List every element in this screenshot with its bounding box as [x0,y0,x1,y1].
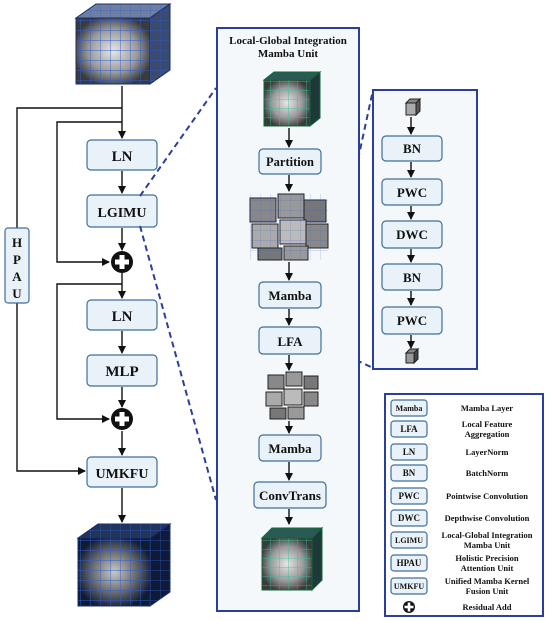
legend-description: Residual Add [463,602,512,612]
legend-row: Mamba Mamba Layer [390,399,513,417]
pwc-block [381,306,443,335]
output-volume-cube [76,523,172,607]
legend-description: Aggregation [465,429,510,439]
bn-block [381,263,443,291]
partition-block-label: Partition [266,155,314,169]
feature-cube-teal [262,70,322,128]
hpau-letter: H [12,235,22,250]
mamba-block [258,281,322,309]
pwc-block-label: PWC [397,313,427,328]
legend-row: BN BatchNorm [390,464,509,482]
pwc-block [381,178,443,206]
lgimu-block-label: LGIMU [98,206,147,221]
convtrans-block-label: ConvTrans [259,488,321,503]
legend-abbr: Mamba [396,404,423,413]
small-block-cube [404,347,420,365]
legend-description: BatchNorm [466,468,509,478]
legend-key-box [390,531,428,549]
legend-description: Attention Unit [461,563,514,573]
mamba-block [258,434,322,462]
legend-row: PWC Pointwise Convolution [390,487,528,505]
legend-description: Mamba Unit [464,540,511,550]
residual-add-symbol [111,408,133,430]
legend-key-box [390,509,428,527]
mlp-block [86,354,158,387]
dwc-block [381,220,443,249]
umkfu-block-label: UMKFU [96,467,149,482]
left-flow-arrows [16,86,126,523]
lgimu-panel-subtitle: Mamba Unit [258,48,319,60]
legend-abbr: PWC [399,491,420,501]
input-volume-cube [74,3,172,85]
hpau-letter: P [13,252,21,267]
legend-description: Unified Mamba Kernel [445,576,530,586]
bn-block [381,135,443,162]
legend-key-box [390,577,428,595]
legend-description: Fusion Unit [466,586,509,596]
legend-description: Depthwise Convolution [445,513,530,523]
small-block-cube [404,97,422,117]
hpau-side-box: H P A U [4,227,30,304]
legend-abbr: LGIMU [395,536,423,545]
lfa-block [258,326,322,355]
legend-key-box [390,399,428,417]
legend-description: LayerNorm [466,447,509,457]
lfa-block-label: LFA [277,334,303,349]
pwc-block-label: PWC [397,185,427,200]
legend-abbr: BN [403,468,416,478]
mamba-block-label: Mamba [268,288,312,303]
ln-block-label: LN [112,309,133,325]
lfa-panel: BN PWC DWC BN PWC [372,89,478,370]
legend-abbr: LN [403,447,416,457]
left-blocks: LN LGIMU LN MLP UMKFU [86,139,158,488]
bn-block-label: BN [403,270,422,285]
legend-key-box [390,464,428,482]
partition-block [258,148,322,175]
legend-description: Holistic Precision [455,553,519,563]
lgimu-panel-title: Local-Global Integration [229,35,347,47]
legend-key-box [390,443,428,461]
hpau-letter: A [12,269,22,284]
umkfu-block [86,456,158,488]
feature-cube-teal [260,526,324,592]
legend-description: Local-Global Integration [442,530,533,540]
mlp-block-label: MLP [105,364,138,380]
legend-key-box [390,487,428,505]
lgimu-panel: Local-Global Integration Mamba Unit Part… [216,27,360,612]
partitioned-cube [249,193,329,261]
legend-row: Residual Add [403,601,512,613]
legend-key-box [390,420,428,438]
hpau-letter: U [12,286,22,301]
legend-description: Mamba Layer [461,403,513,413]
legend-abbr: UMKFU [394,582,424,591]
ln-block [86,299,158,331]
aggregated-blocks-cube [265,371,319,420]
legend-row: DWC Depthwise Convolution [390,509,530,527]
convtrans-block [253,481,327,509]
ln-block-label: LN [112,149,133,165]
mamba-block-label: Mamba [268,441,312,456]
lgimu-block [86,194,158,228]
legend-row: LN LayerNorm [390,443,509,461]
legend-abbr: DWC [398,513,420,523]
ln-block [86,139,158,171]
dwc-block-label: DWC [396,227,428,242]
legend-abbr: HPAU [397,558,422,568]
legend-description: Pointwise Convolution [446,491,528,501]
bn-block-label: BN [403,141,422,156]
legend-description: Local Feature [462,419,513,429]
legend-abbr: LFA [400,424,418,434]
legend-key-box [390,554,428,572]
residual-add-symbol [111,251,133,273]
